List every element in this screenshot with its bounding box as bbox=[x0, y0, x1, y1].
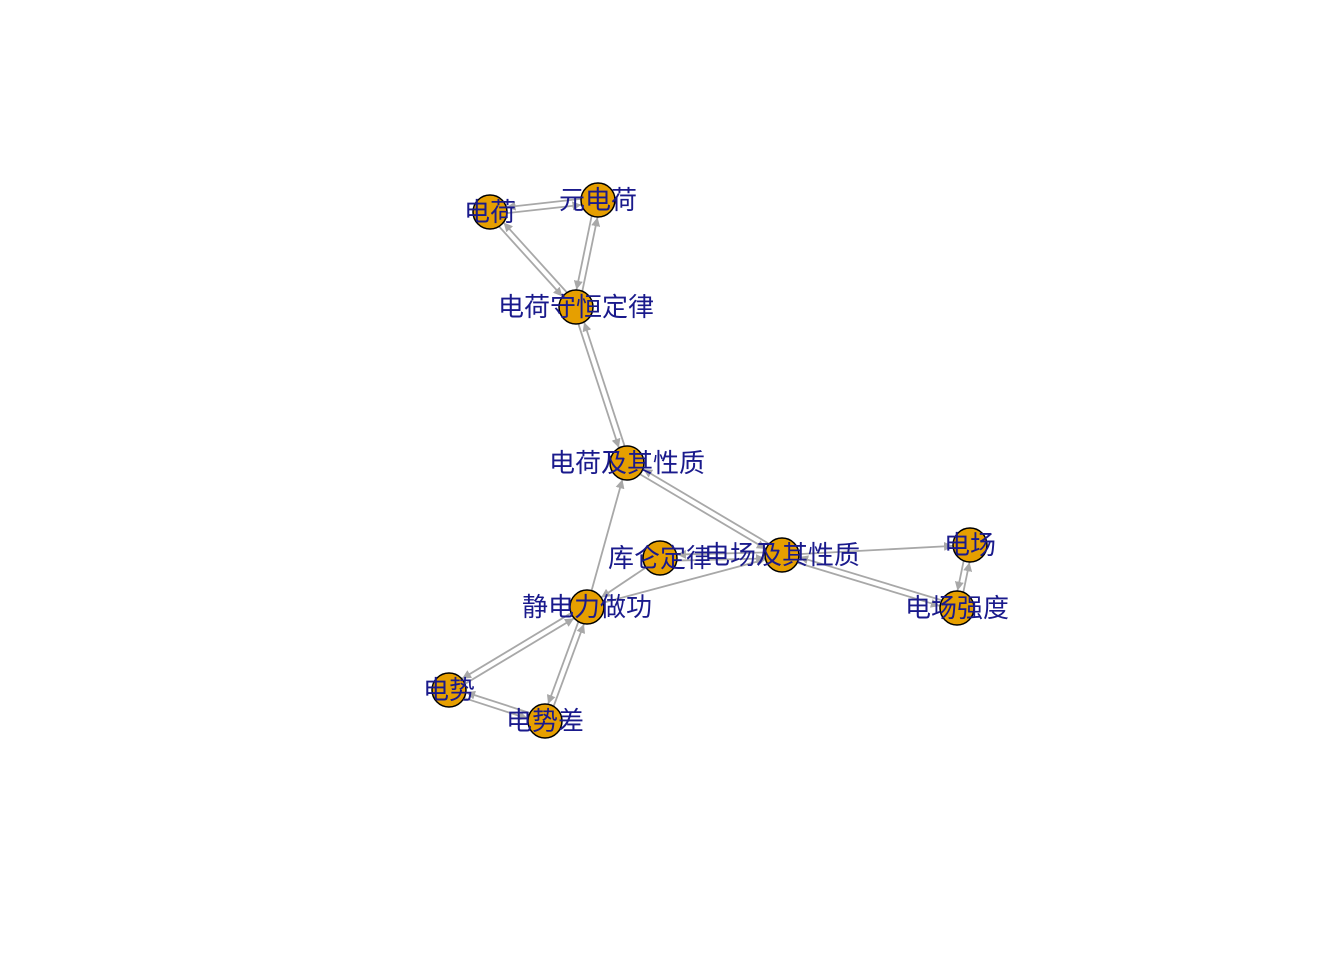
edge-n0-to-n1 bbox=[507, 201, 582, 214]
node-n3 bbox=[609, 445, 645, 481]
node-n10 bbox=[527, 703, 563, 739]
edge-n8-to-n5 bbox=[603, 557, 766, 604]
node-label-n8: 静电力做功 bbox=[522, 593, 652, 623]
node-label-n10: 电势差 bbox=[506, 707, 584, 737]
edge-n9-to-n8 bbox=[464, 617, 575, 685]
edge-n8-to-n3 bbox=[590, 479, 625, 591]
node-n4 bbox=[642, 540, 678, 576]
edge-n3-to-n2 bbox=[582, 321, 626, 447]
edges-layer bbox=[461, 198, 973, 721]
edge-n7-to-n5 bbox=[798, 555, 942, 602]
edge-n4-to-n5 bbox=[677, 554, 766, 564]
node-label-n4: 库仑定律 bbox=[608, 544, 712, 574]
node-label-n5: 电场及其性质 bbox=[704, 541, 860, 571]
edge-n5-to-n4 bbox=[676, 549, 765, 559]
node-n5 bbox=[764, 537, 800, 573]
node-label-n0: 电荷 bbox=[464, 198, 516, 228]
edge-n4-to-n8 bbox=[600, 566, 647, 599]
edge-n3-to-n5 bbox=[639, 473, 767, 550]
node-label-n9: 电势 bbox=[423, 676, 475, 706]
node-n6 bbox=[952, 527, 988, 563]
edge-n2-to-n3 bbox=[577, 323, 621, 449]
edge-n1-to-n2 bbox=[573, 215, 593, 290]
node-n7 bbox=[939, 590, 975, 626]
node-n1 bbox=[580, 182, 616, 218]
edge-n7-to-n6 bbox=[962, 562, 973, 593]
node-label-n6: 电场 bbox=[944, 531, 996, 561]
edge-n10-to-n9 bbox=[465, 690, 531, 714]
edge-n10-to-n8 bbox=[552, 623, 586, 707]
edge-n5-to-n3 bbox=[642, 468, 770, 545]
edge-n8-to-n10 bbox=[546, 621, 580, 705]
edge-n5-to-n6 bbox=[798, 541, 954, 555]
edge-n5-to-n7 bbox=[797, 561, 941, 608]
node-label-n7: 电场强度 bbox=[905, 594, 1009, 624]
edge-n6-to-n7 bbox=[954, 560, 965, 591]
node-n2 bbox=[558, 289, 594, 325]
node-label-n1: 元电荷 bbox=[559, 186, 637, 216]
edge-n2-to-n0 bbox=[502, 221, 568, 293]
node-n0 bbox=[472, 194, 508, 230]
edge-n0-to-n2 bbox=[498, 226, 564, 298]
edge-n2-to-n1 bbox=[581, 217, 601, 292]
node-label-n3: 电荷及其性质 bbox=[549, 449, 705, 479]
node-n9 bbox=[431, 672, 467, 708]
node-label-n2: 电荷守恒定律 bbox=[498, 293, 654, 323]
node-n8 bbox=[569, 589, 605, 625]
edge-n9-to-n10 bbox=[463, 697, 529, 721]
nodes-layer bbox=[431, 182, 988, 739]
edge-n8-to-n9 bbox=[461, 612, 572, 680]
edge-n1-to-n0 bbox=[506, 198, 581, 211]
